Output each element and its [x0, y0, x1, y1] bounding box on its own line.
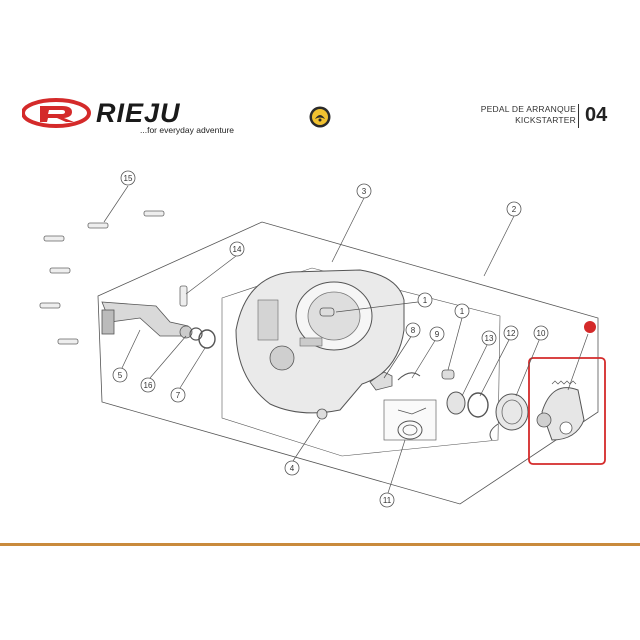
callout-2: 2 — [506, 201, 522, 217]
brand-header: RIEJU ...for everyday adventure — [22, 98, 262, 138]
svg-text:12: 12 — [507, 329, 516, 338]
collar-13 — [446, 391, 466, 415]
footer-rule — [0, 543, 640, 546]
pin-14 — [179, 285, 188, 307]
svg-text:13: 13 — [485, 334, 494, 343]
callout-1b: 1 — [454, 303, 470, 319]
callout-11: 11 — [379, 492, 395, 508]
highlight-marker-icon — [584, 321, 596, 333]
callout-9: 9 — [429, 326, 445, 342]
svg-text:4: 4 — [290, 464, 295, 473]
callout-4: 4 — [284, 460, 300, 476]
bracket-8 — [369, 371, 393, 391]
clip-9 — [397, 372, 421, 381]
svg-text:2: 2 — [512, 205, 517, 214]
callouts: 15 3 2 14 1 1 8 9 13 12 10 5 16 7 4 11 — [112, 170, 549, 508]
svg-text:5: 5 — [118, 371, 123, 380]
title-spanish: PEDAL DE ARRANQUE — [480, 104, 576, 114]
engine-cover-3 — [235, 269, 405, 414]
title-block: PEDAL DE ARRANQUE KICKSTARTER — [481, 104, 576, 126]
frame-lines — [97, 221, 599, 505]
bushing-1 — [441, 369, 455, 380]
callout-13: 13 — [481, 330, 497, 346]
callout-12: 12 — [503, 325, 519, 341]
kick-gear-highlight — [528, 357, 606, 465]
rieju-logo-icon — [22, 98, 91, 128]
svg-text:15: 15 — [124, 174, 133, 183]
svg-text:1: 1 — [460, 307, 465, 316]
svg-text:1: 1 — [423, 296, 428, 305]
svg-text:11: 11 — [383, 496, 392, 505]
svg-text:14: 14 — [233, 245, 242, 254]
callout-1a: 1 — [417, 292, 433, 308]
seal-icon — [309, 106, 331, 128]
title-english: KICKSTARTER — [515, 115, 576, 125]
seal-7 — [198, 329, 216, 349]
svg-text:3: 3 — [362, 187, 367, 196]
callout-8: 8 — [405, 322, 421, 338]
plug-4 — [316, 408, 328, 420]
callout-10: 10 — [533, 325, 549, 341]
leader-lines — [103, 185, 541, 494]
callout-16: 16 — [140, 377, 156, 393]
spring-10 — [489, 393, 529, 441]
callout-14: 14 — [229, 241, 245, 257]
bushing-1b — [319, 307, 335, 317]
callout-5: 5 — [112, 367, 128, 383]
washer-16 — [189, 327, 203, 341]
callout-15: 15 — [120, 170, 136, 186]
title-separator — [578, 104, 579, 128]
svg-text:9: 9 — [435, 330, 440, 339]
kick-pedal-5 — [101, 301, 193, 339]
svg-text:16: 16 — [144, 381, 153, 390]
spring-kit-11 — [383, 399, 437, 441]
callout-7: 7 — [170, 387, 186, 403]
section-number: 04 — [585, 104, 608, 126]
svg-text:7: 7 — [176, 391, 181, 400]
highlight-leader — [567, 333, 589, 391]
brand-name: RIEJU — [96, 98, 181, 128]
brand-tagline: ...for everyday adventure — [140, 125, 235, 135]
callout-3: 3 — [356, 183, 372, 199]
svg-text:8: 8 — [411, 326, 416, 335]
washer-12 — [467, 392, 489, 418]
svg-text:10: 10 — [537, 329, 546, 338]
bolts-15 — [39, 210, 165, 345]
